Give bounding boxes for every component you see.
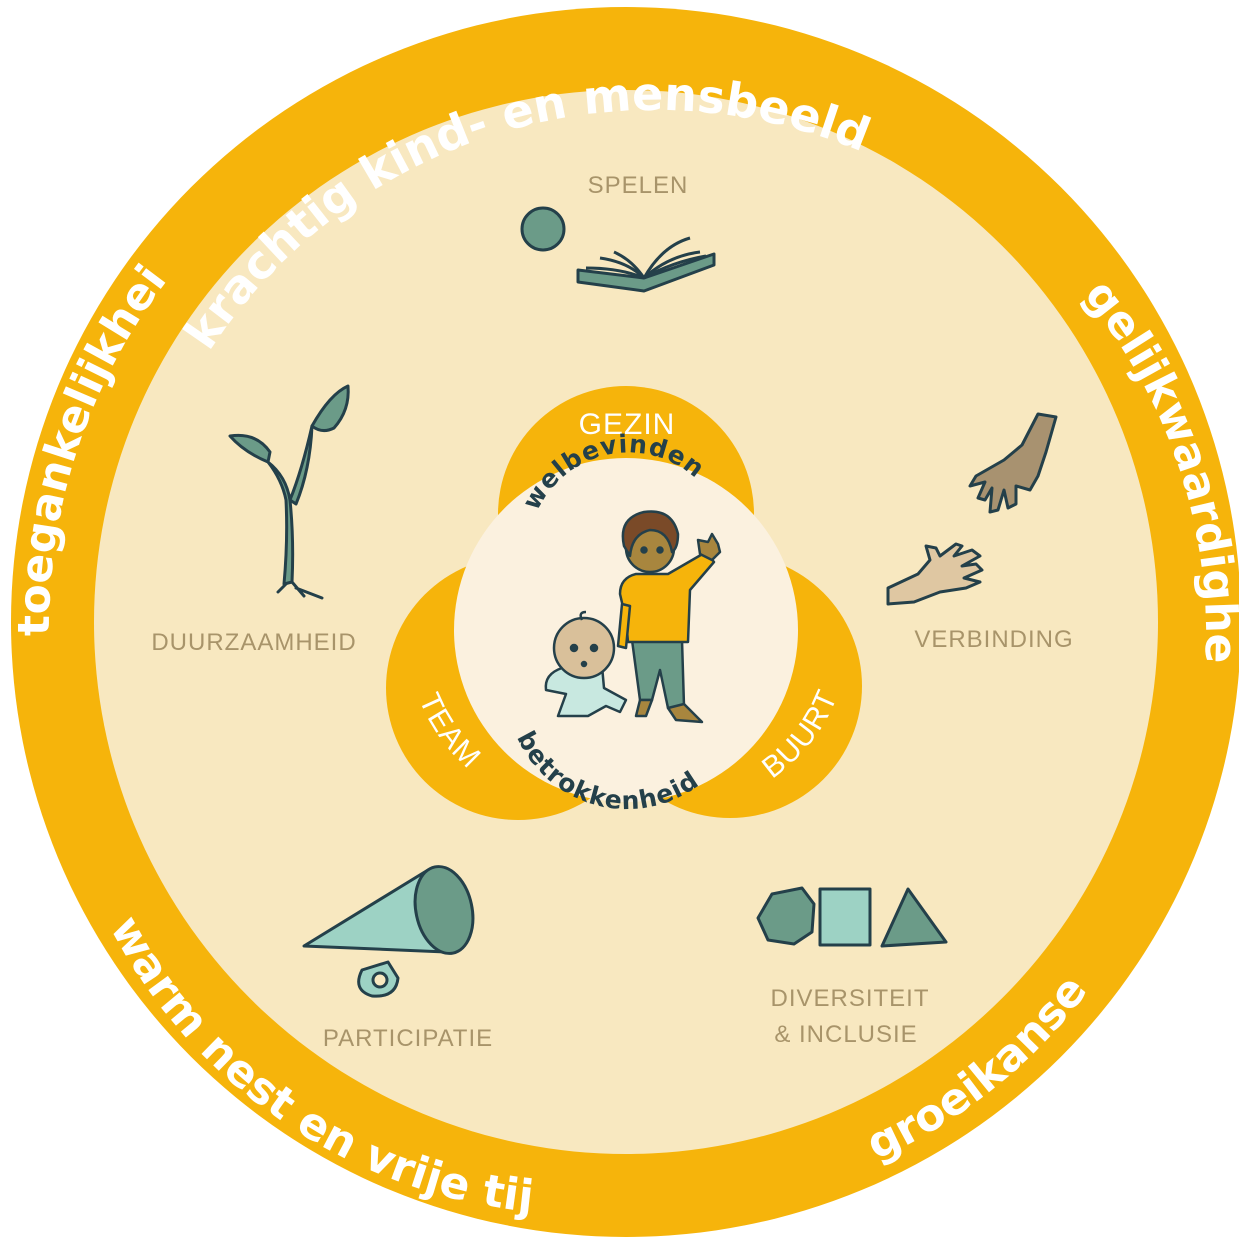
value-label-spelen: SPELEN <box>588 172 689 199</box>
child-waving-hand <box>696 532 722 562</box>
value-label-diversiteit-line1: DIVERSITEIT <box>770 985 929 1012</box>
reaching-hand-lower-icon <box>886 542 984 606</box>
value-label-verbinding: VERBINDING <box>914 626 1073 653</box>
baby-head <box>552 616 616 680</box>
sprout-icon <box>228 384 350 600</box>
value-label-diversiteit-line2: & INCLUSIE <box>774 1021 917 1048</box>
ball-icon <box>520 206 566 252</box>
reaching-hand-upper-icon <box>968 412 1058 514</box>
baby-body <box>544 664 628 718</box>
child-hair <box>621 510 680 558</box>
children-illustration <box>544 510 722 724</box>
shapes-icon <box>756 886 948 948</box>
value-label-participatie: PARTICIPATIE <box>323 1025 493 1052</box>
child-body <box>618 550 716 644</box>
open-book-icon <box>576 236 716 293</box>
gezin-label: GEZIN <box>579 408 676 441</box>
value-label-duurzaamheid: DUURZAAMHEID <box>151 629 356 656</box>
megaphone-icon <box>302 865 475 998</box>
